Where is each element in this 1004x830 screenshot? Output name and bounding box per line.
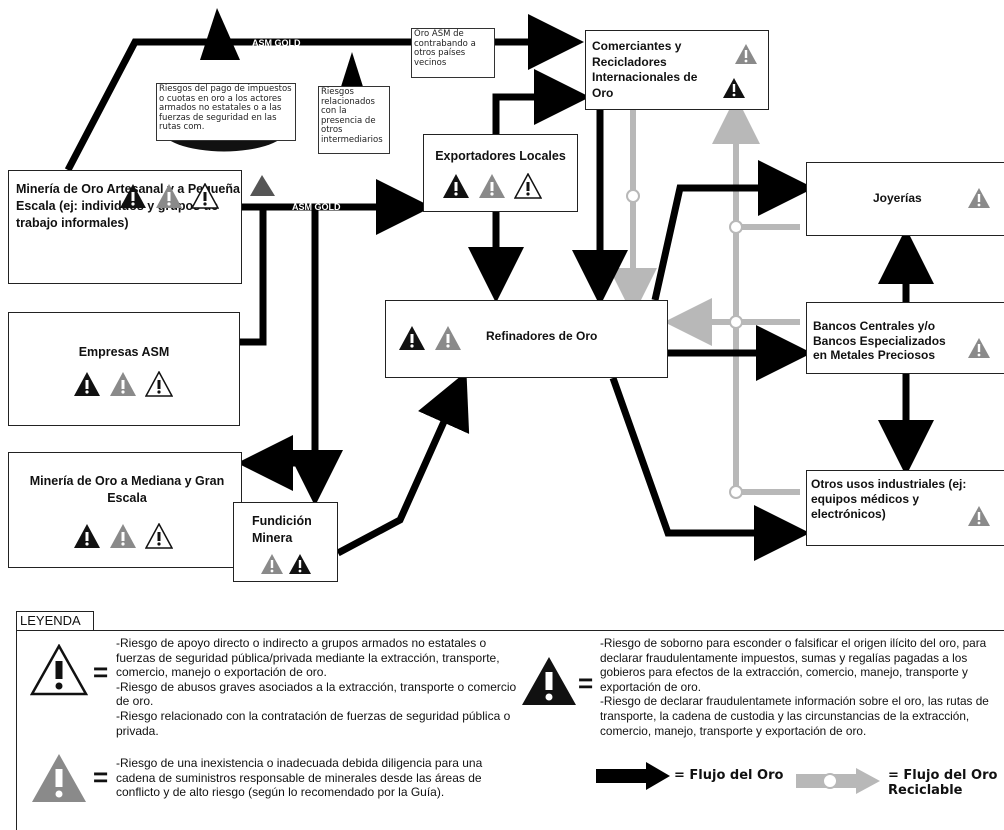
grey-risk-icon: [968, 338, 990, 358]
grey-risk-icon: [735, 44, 757, 64]
grey-risk-icon: [156, 184, 182, 208]
tax-risk-note: Riesgos del pago de impuestos o cuotas e…: [156, 83, 296, 141]
refiners-risk-icons: [398, 325, 462, 351]
lsm-mining-risk-icons: [73, 523, 173, 549]
exporters-box: Exportadores Locales: [423, 134, 578, 212]
asm-companies-risk-icons: [73, 371, 173, 397]
black-risk-icon: [723, 78, 745, 98]
recycle-flow-legend-arrow: [796, 768, 880, 794]
white-risk-icon: [145, 523, 173, 549]
jewelry-title: Joyerías: [873, 191, 922, 205]
grey-risk-icon: [110, 372, 136, 396]
black-risk-icon: [443, 174, 469, 198]
gold-flows: [64, 14, 934, 561]
black-risk-text: -Riesgo de soborno para esconder o falsi…: [600, 636, 989, 738]
black-risk-equals: =: [578, 668, 594, 698]
white-risk-legend-icon: [30, 644, 88, 696]
grey-risk-icon: [968, 188, 990, 208]
grey-risk-icon: [968, 506, 990, 526]
grey-risk-icon: [261, 554, 283, 574]
white-risk-equals: =: [93, 657, 109, 687]
white-risk-icon: [514, 173, 542, 199]
legend-title: LEYENDA: [16, 611, 94, 631]
black-risk-icon: [399, 326, 425, 350]
asm-mining-box: Minería de Oro Artesanal y a Pequeña Esc…: [8, 170, 242, 284]
grey-risk-text: -Riesgo de una inexistencia o inadecuada…: [116, 756, 483, 800]
traders-box: Comerciantes y Recicladores Internaciona…: [585, 30, 769, 110]
white-risk-icon: [191, 183, 219, 209]
white-risk-icon: [145, 371, 173, 397]
refiners-title: Refinadores de Oro: [486, 329, 598, 343]
grey-risk-icon: [435, 326, 461, 350]
gold-flow-legend-arrow: [596, 762, 670, 790]
industrial-box: Otros usos industriales (ej: equipos méd…: [806, 470, 1004, 546]
black-risk-legend-icon: [522, 657, 576, 705]
black-risk-icon: [289, 554, 311, 574]
contraband-note: Oro ASM de contrabando a otros países ve…: [411, 28, 495, 78]
asm-companies-title: Empresas ASM: [78, 345, 170, 359]
banks-title: Bancos Centrales y/o Bancos Especializad…: [813, 319, 946, 362]
black-risk-icon: [120, 184, 146, 208]
grey-risk-legend-icon: [32, 754, 86, 802]
lsm-mining-box: Minería de Oro a Mediana y Gran Escala: [8, 452, 242, 568]
legend-frame: [16, 630, 1004, 830]
grey-risk-icon: [110, 524, 136, 548]
industrial-title: Otros usos industriales (ej: equipos méd…: [811, 477, 967, 521]
smelter-risk-icons: [260, 553, 312, 575]
asm-gold-mid-label: ASM GOLD: [292, 202, 341, 212]
intermediaries-risk-note: Riesgos relacionados con la presencia de…: [318, 86, 390, 154]
black-risk-icon: [74, 524, 100, 548]
traders-title: Comerciantes y Recicladores Internaciona…: [592, 39, 698, 100]
smelter-box: Fundición Minera: [233, 502, 338, 582]
recycle-icons: [626, 189, 743, 499]
refiners-box: Refinadores de Oro: [385, 300, 668, 378]
grey-risk-equals: =: [93, 762, 109, 792]
jewelry-box: Joyerías: [806, 162, 1004, 236]
grey-risk-icon: [479, 174, 505, 198]
exporters-risk-icons: [442, 173, 542, 199]
asm-mining-title: Minería de Oro Artesanal y a Pequeña Esc…: [16, 182, 240, 230]
asm-gold-top-label: ASM GOLD: [252, 38, 301, 48]
black-risk-icon: [74, 372, 100, 396]
exporters-title: Exportadores Locales: [435, 149, 566, 163]
white-risk-text: -Riesgo de apoyo directo o indirecto a g…: [116, 636, 517, 738]
banks-box: Bancos Centrales y/o Bancos Especializad…: [806, 302, 1004, 374]
asm-companies-box: Empresas ASM: [8, 312, 240, 426]
gold-flow-label: = Flujo del Oro: [674, 768, 784, 783]
lsm-mining-title: Minería de Oro a Mediana y Gran Escala: [29, 474, 225, 505]
smelter-title: Fundición Minera: [252, 514, 312, 545]
asm-mining-risk-icons: [119, 183, 219, 209]
recycled-flow-label: = Flujo del Oro Reciclable: [888, 768, 998, 798]
